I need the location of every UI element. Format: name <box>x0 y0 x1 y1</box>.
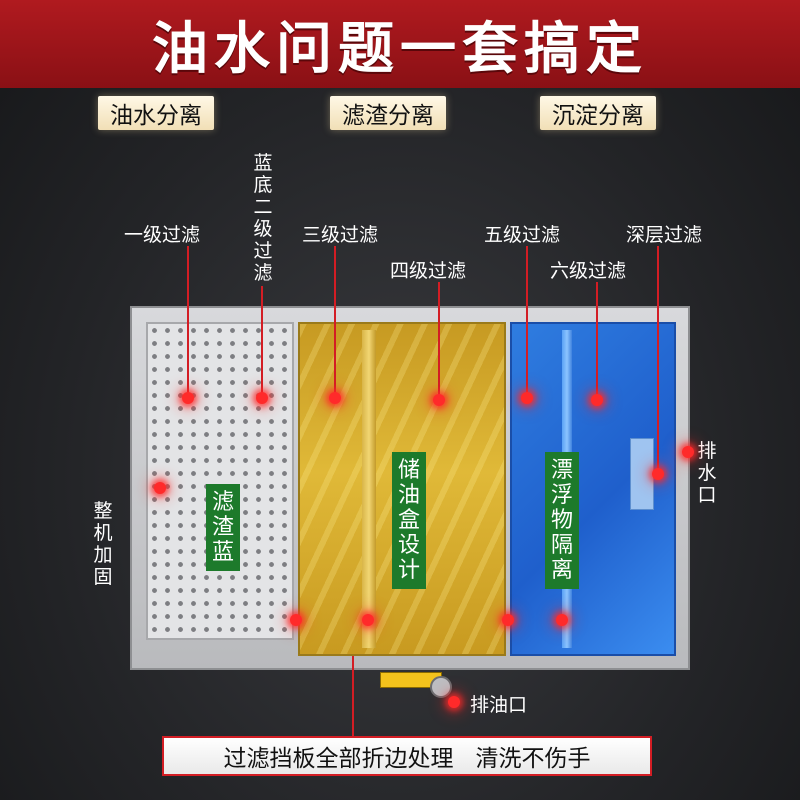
label-deep: 深层过滤 <box>626 224 703 246</box>
bottom-text-2: 清洗不伤手 <box>475 746 591 772</box>
label-basket-bottom: 蓝底二级过滤 <box>253 152 273 284</box>
point-basket-bottom <box>256 392 268 404</box>
point-level4 <box>433 394 445 406</box>
point-fold-1 <box>290 614 302 626</box>
tag-oil-water: 油水分离 <box>98 96 214 130</box>
residue-basket-box: 滤渣蓝 <box>206 484 240 571</box>
float-separator-box: 漂浮物隔离 <box>545 452 579 589</box>
tag-sediment: 沉淀分离 <box>540 96 656 130</box>
point-level6 <box>591 394 603 406</box>
label-level6: 六级过滤 <box>550 260 627 282</box>
leader-deep <box>657 246 659 474</box>
point-fold-4 <box>556 614 568 626</box>
label-level1: 一级过滤 <box>124 224 201 246</box>
label-level3: 三级过滤 <box>302 224 379 246</box>
valve-knob <box>430 676 452 698</box>
bottom-text-1: 过滤挡板全部折边处理 <box>223 746 454 772</box>
point-water-outlet <box>682 446 694 458</box>
point-reinforce <box>154 482 166 494</box>
label-water-outlet: 排水口 <box>697 440 717 506</box>
page-title: 油水问题一套搞定 <box>152 16 648 82</box>
point-fold-3 <box>502 614 514 626</box>
point-deep <box>652 468 664 480</box>
label-level4: 四级过滤 <box>390 260 467 282</box>
banner: 油水问题一套搞定 <box>0 0 800 88</box>
leader-basket-bottom <box>261 286 263 398</box>
leader-level4 <box>438 282 440 400</box>
leader-level1 <box>187 246 189 396</box>
leader-level5 <box>526 246 528 396</box>
label-level5: 五级过滤 <box>484 224 561 246</box>
tag-residue: 滤渣分离 <box>330 96 446 130</box>
point-level5 <box>521 392 533 404</box>
leader-level3 <box>334 246 336 396</box>
point-oil-outlet <box>448 696 460 708</box>
oil-box-design: 储油盒设计 <box>392 452 426 589</box>
residue-basket-chamber <box>146 322 294 640</box>
point-level1 <box>182 392 194 404</box>
label-oil-outlet: 排油口 <box>470 694 528 716</box>
bottom-bar: 过滤挡板全部折边处理 清洗不伤手 <box>162 736 652 776</box>
label-reinforce: 整机加固 <box>93 500 113 588</box>
point-level3 <box>329 392 341 404</box>
water-outlet-port <box>630 438 654 510</box>
point-fold-2 <box>362 614 374 626</box>
oil-chamber-divider <box>362 330 376 648</box>
leader-bottom <box>352 656 354 736</box>
leader-level6 <box>596 282 598 400</box>
